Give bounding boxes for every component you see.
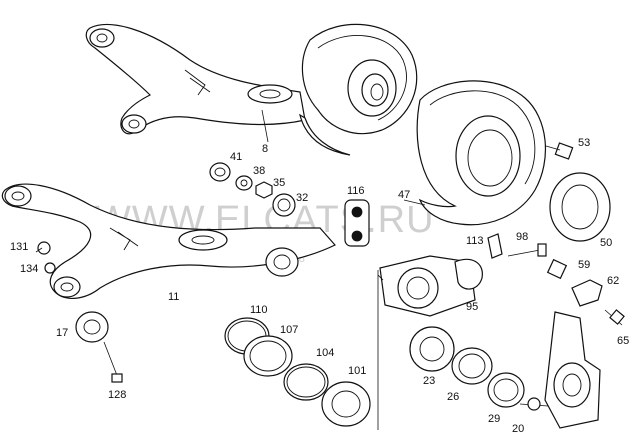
callout-17: 17 [56, 327, 68, 339]
callout-labels: 8 41 38 35 32 116 47 53 113 98 50 131 13… [10, 137, 629, 435]
callout-11: 11 [168, 291, 179, 303]
callout-110: 110 [250, 304, 268, 316]
callout-35: 35 [273, 177, 285, 189]
bushing-stack [209, 162, 296, 217]
callout-50: 50 [600, 237, 612, 249]
callout-23: 23 [423, 375, 435, 387]
callout-98: 98 [516, 231, 528, 243]
rings-and-bearings [224, 317, 525, 427]
callout-59: 59 [578, 259, 590, 271]
callout-53: 53 [578, 137, 590, 149]
upper-hub-and-shield [299, 23, 418, 156]
upper-control-arm [85, 24, 306, 135]
callout-62: 62 [607, 275, 619, 287]
callout-65: 65 [617, 335, 629, 347]
callout-26: 26 [447, 391, 459, 403]
callout-104: 104 [316, 347, 334, 359]
callout-128: 128 [108, 389, 126, 401]
callout-38: 38 [253, 165, 265, 177]
callout-8: 8 [262, 143, 268, 155]
rubber-mount [344, 199, 370, 247]
leader-lines [35, 109, 426, 430]
callout-134: 134 [20, 263, 38, 275]
callout-113: 113 [466, 235, 484, 247]
steering-knuckle [519, 311, 601, 429]
callout-101: 101 [348, 365, 366, 377]
bearing-housing [379, 255, 483, 317]
callout-32: 32 [296, 192, 308, 204]
lower-control-arm [1, 183, 336, 299]
callout-47: 47 [398, 189, 410, 201]
hardware-right [487, 142, 625, 326]
callout-20: 20 [512, 423, 524, 435]
brake-disc-shield [416, 80, 546, 226]
callout-95: 95 [466, 301, 478, 313]
callout-116: 116 [347, 185, 365, 197]
callout-29: 29 [488, 413, 500, 425]
callout-41: 41 [230, 151, 242, 163]
callout-107: 107 [280, 324, 298, 336]
lower-bushing-bolt [37, 241, 123, 383]
callout-131: 131 [10, 241, 28, 253]
